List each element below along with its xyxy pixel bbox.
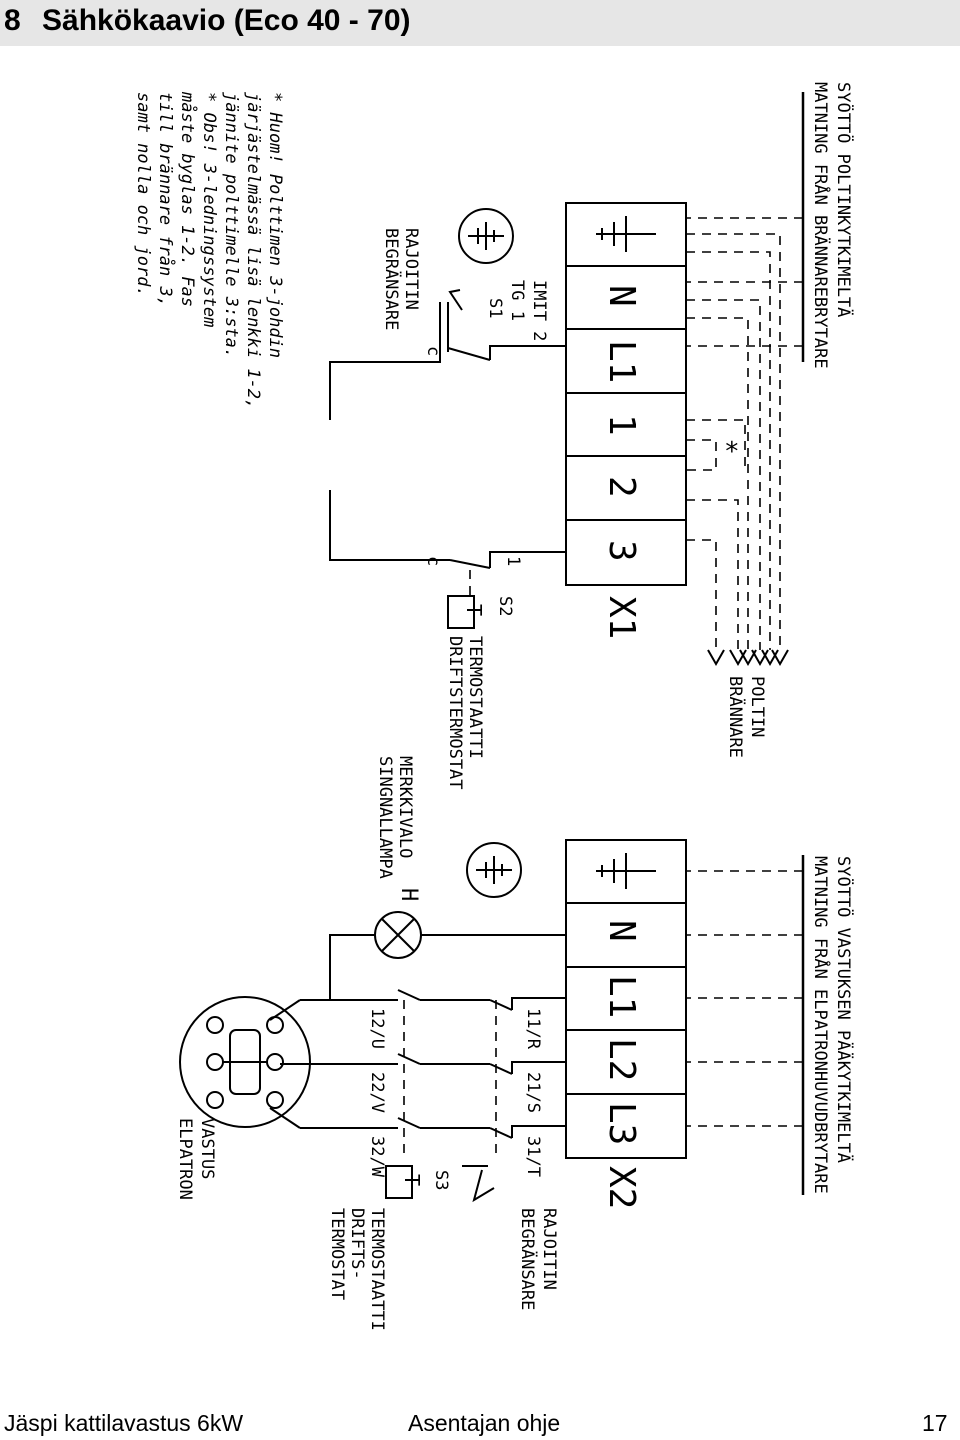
contact-11-r: 11/R (523, 1008, 543, 1050)
s3-limiter-fi: RAJOITIN (539, 1208, 559, 1290)
contact-31-t: 31/T (523, 1136, 543, 1177)
note-line-1: * Huom! Polttimen 3-johdin (265, 92, 285, 358)
switch-s2-contact (449, 559, 491, 569)
note-line-2: järjästelmässä lisä lenkki 1-2, (243, 92, 263, 409)
element-feed-wires (686, 870, 803, 1127)
burner-output-wires (686, 233, 789, 667)
thermostat-element-sv2: TERMOSTAT (327, 1208, 347, 1300)
thermostat-s2-symbol: T (462, 604, 486, 616)
heater-element-icon (179, 996, 311, 1129)
note-line-4: * Obs! 3-ledningssystem (199, 92, 219, 327)
section-number: 8 (4, 4, 21, 37)
note-line-3: jännite polttimelle 3:sta. (221, 92, 241, 358)
switch-s1-label: IMIT 2 (529, 280, 549, 341)
burner-feed-label-sv: MATNING FRÅN BRÄNNAREBRYTARE (810, 82, 832, 369)
terminal-x2-l3: L3 (601, 1102, 642, 1145)
element-feed-label-sv: MATNING FRÅN ELPATRONHUVUDBRYTARE (810, 856, 832, 1194)
terminal-x2-l2: L2 (601, 1038, 642, 1081)
burner-label-fi: POLTIN (747, 676, 767, 737)
thermostat-element-sv1: DRIFTS- (347, 1208, 367, 1280)
earth-ground-icon (466, 842, 522, 898)
footer-product: Jäspi kattilavastus 6kW (4, 1410, 244, 1436)
ground-terminal-icon (596, 853, 656, 889)
thermostat-s2-icon (447, 595, 475, 629)
switch-s2-c: c (423, 556, 443, 566)
signal-lamp-icon (329, 911, 566, 1000)
thermostat-element-icon (385, 1165, 413, 1199)
contact-12-u: 12/U (367, 1008, 387, 1049)
thermostat-element-symbol: T (400, 1174, 424, 1186)
switch-s1-name: S1 (485, 298, 505, 318)
switch-s2-name: S2 (495, 596, 515, 616)
page-number: 17 (922, 1410, 948, 1436)
terminal-x2-n: N (601, 920, 642, 942)
terminal-block-x1: N L1 1 2 3 X1 (565, 202, 687, 639)
terminal-block-x2: N L1 L2 L3 X2 (565, 839, 687, 1209)
switch-s1-label2: TG 1 (507, 280, 527, 321)
contact-32-w: 32/W (367, 1136, 387, 1178)
element-section: SYÖTTÖ VASTUKSEN PÄÄKYTKIMELTÄ MATNING F… (175, 756, 855, 1331)
star-note-marker: * (724, 437, 740, 467)
note-line-6: till brännare från 3, (155, 92, 177, 307)
burner-feed-wires (686, 217, 803, 347)
switch-s1 (329, 289, 566, 420)
wire-s2-supply (489, 551, 566, 568)
terminal-block-x2-name: X2 (601, 1166, 642, 1209)
wiring-diagram: SYÖTTÖ POLTINKYTKIMELTÄ MATNING FRÅN BRÄ… (133, 82, 855, 1331)
wire-s2-out (329, 490, 450, 561)
terminal-x1-l1: L1 (601, 340, 642, 383)
signal-lamp-symbol: H (396, 888, 421, 901)
heater-sv: ELPATRON (175, 1118, 195, 1200)
terminal-x1-n: N (601, 285, 642, 307)
thermostat-element-fi: TERMOSTAATTI (367, 1208, 387, 1331)
note-line-5: måste byglas 1-2. Fas (177, 91, 199, 307)
burner-section: SYÖTTÖ POLTINKYTKIMELTÄ MATNING FRÅN BRÄ… (329, 82, 855, 790)
switch-s1-c: c (423, 346, 443, 356)
contactor-contacts (300, 989, 566, 1160)
switch-s3-name: S3 (431, 1170, 451, 1190)
heater-fi: VASTUS (197, 1118, 217, 1179)
terminal-x1-2: 2 (601, 476, 642, 498)
terminal-x1-3: 3 (601, 540, 642, 562)
burner-label-sv: BRÄNNARE (725, 676, 746, 758)
terminal-x1-1: 1 (601, 414, 642, 436)
signal-lamp-sv: SINGNALLAMPA (375, 756, 395, 879)
thermostat-s2-sv: DRIFTSTERMOSTAT (445, 636, 465, 790)
contact-22-v: 22/V (367, 1072, 387, 1113)
s1-limiter-fi: RAJOITIN (401, 228, 421, 310)
switch-s2-pin1: 1 (503, 556, 523, 566)
footer-doc-title: Asentajan ohje (408, 1410, 561, 1436)
burner-feed-label-fi: SYÖTTÖ POLTINKYTKIMELTÄ (833, 82, 855, 317)
page-title: Sähkökaavio (Eco 40 - 70) (42, 4, 411, 37)
terminal-block-x1-name: X1 (601, 596, 642, 639)
notes: * Huom! Polttimen 3-johdin järjästelmäss… (133, 91, 285, 409)
note-line-7: samt nolla och jord. (133, 92, 153, 297)
thermostat-s2-fi: TERMOSTAATTI (465, 636, 485, 759)
earth-ground-icon (458, 208, 514, 264)
contact-21-s: 21/S (523, 1072, 543, 1113)
terminal-x2-l1: L1 (601, 975, 642, 1018)
ground-terminal-icon (596, 216, 656, 252)
switch-s3 (462, 1165, 495, 1203)
s3-limiter-sv: BEGRÄNSARE (517, 1208, 538, 1310)
s1-limiter-sv: BEGRÄNSARE (381, 228, 402, 330)
page-header: 8 Sähkökaavio (Eco 40 - 70) (0, 0, 960, 46)
element-feed-label-fi: SYÖTTÖ VASTUKSEN PÄÄKYTKIMELTÄ (833, 856, 855, 1163)
signal-lamp-fi: MERKKIVALO (395, 756, 415, 858)
